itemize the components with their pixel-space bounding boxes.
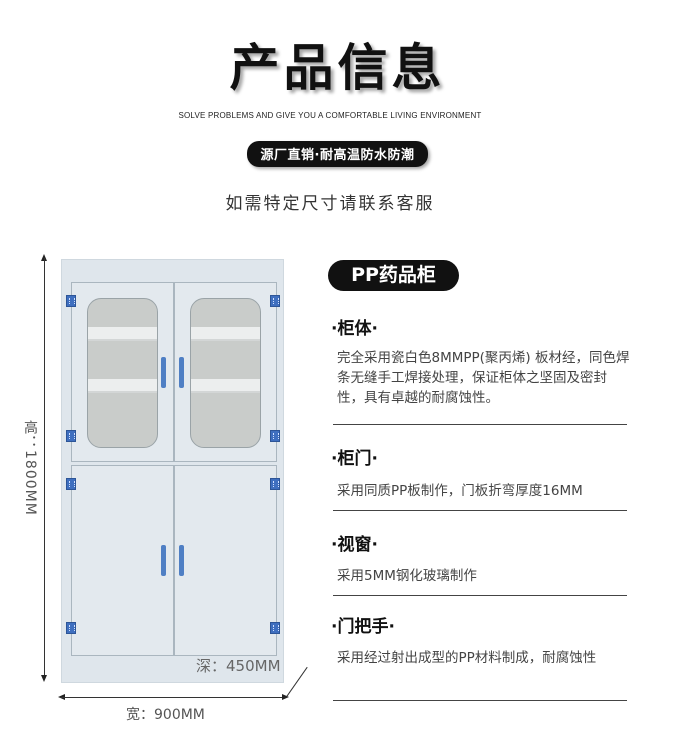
height-dimension-line [44,258,45,678]
hinge-icon [66,622,76,634]
handle-icon [161,357,166,388]
section-title-cabinet-body: ·柜体· [331,319,378,339]
lower-right-door [174,465,277,656]
glass-window [190,298,261,448]
upper-right-door [174,282,277,462]
shelf [191,379,260,393]
shelf [191,327,260,341]
section-title-door: ·柜门· [331,449,378,469]
section-body-cabinet-body: 完全采用瓷白色8MMPP(聚丙烯) 板材经，同色焊条无缝手工焊接处理，保证柜体之… [337,350,630,406]
divider [333,510,627,511]
hinge-icon [270,295,280,307]
hinge-icon [270,430,280,442]
width-dimension-line [60,697,286,698]
section-body-door: 采用同质PP板制作，门板折弯厚度16MM [337,483,583,499]
handle-icon [179,357,184,388]
depth-label: 深：450MM [196,657,281,675]
cabinet-illustration [61,259,284,683]
lower-left-door [71,465,174,656]
arrow-up-icon [41,254,47,261]
section-title-handle: ·门把手· [331,617,395,637]
width-label: 宽：900MM [126,707,205,723]
shelf [88,379,157,393]
handle-icon [161,545,166,576]
arrow-right-icon [282,694,289,700]
section-body-handle: 采用经过射出成型的PP材料制成，耐腐蚀性 [337,650,597,666]
divider [333,424,627,425]
section-body-window: 采用5MM钢化玻璃制作 [337,568,477,584]
hinge-icon [66,478,76,490]
hinge-icon [66,430,76,442]
section-title-window: ·视窗· [331,535,378,555]
english-subtitle: SOLVE PROBLEMS AND GIVE YOU A COMFORTABL… [178,111,482,120]
divider [333,595,627,596]
glass-window [87,298,158,448]
hinge-icon [270,622,280,634]
page-title: 产品信息 [229,39,446,97]
depth-dimension-line [286,666,308,697]
divider [333,700,627,701]
tagline-pill: 源厂直销·耐高温防水防潮 [246,141,429,167]
handle-icon [179,545,184,576]
arrow-down-icon [41,675,47,682]
tagline-wrap: 源厂直销·耐高温防水防潮 [0,141,675,167]
custom-size-note: 如需特定尺寸请联系客服 [225,194,435,214]
hinge-icon [66,295,76,307]
product-name-badge: PP药品柜 [328,260,459,291]
shelf [88,327,157,341]
hinge-icon [270,478,280,490]
upper-left-door [71,282,174,462]
height-label: 高：1800MM [22,420,38,516]
